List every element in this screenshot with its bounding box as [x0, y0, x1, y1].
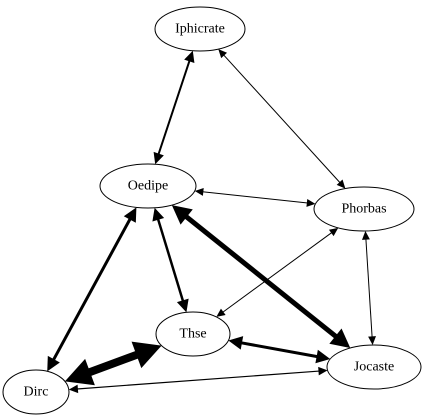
edge-line [86, 350, 141, 377]
node-phorbas-shape [313, 186, 415, 232]
edge-oedipe-phorbas [194, 187, 316, 207]
edge-line [156, 218, 185, 302]
arrowhead-jocaste [318, 366, 328, 376]
node-iphicrate-shape [154, 6, 246, 52]
arrowhead-these [216, 308, 226, 317]
arrowhead-these [228, 336, 244, 350]
edge-line [202, 191, 308, 204]
edge-line [223, 54, 341, 184]
arrowhead-phorbas [306, 198, 316, 207]
arrowhead-jocaste [329, 328, 351, 349]
arrowhead-oedipe [123, 207, 137, 223]
edges-layer [47, 49, 377, 394]
node-phorbas-label: Phorbas [341, 202, 386, 217]
arrowhead-these [176, 298, 189, 313]
arrowhead-dirce [64, 358, 95, 386]
edge-oedipe-jocaste [171, 205, 351, 349]
edge-phorbas-these [216, 227, 339, 317]
arrowhead-phorbas [336, 179, 346, 189]
arrowhead-jocaste [315, 349, 331, 364]
node-iphicrate[interactable]: Iphicrate [154, 6, 246, 52]
nodes-layer: Iphicrate Oedipe Phorbas Thse Jocaste Di… [2, 6, 422, 415]
node-oedipe[interactable]: Oedipe [99, 163, 197, 209]
arrowhead-iphicrate [218, 49, 228, 59]
edge-phorbas-jocaste [361, 230, 377, 346]
node-these[interactable]: Thse [155, 311, 231, 357]
node-phorbas[interactable]: Phorbas [313, 186, 415, 232]
arrowhead-dirce [68, 384, 79, 394]
node-dirce[interactable]: Dirc [2, 369, 70, 415]
edge-these-dirce [64, 341, 162, 386]
edge-line [183, 213, 339, 340]
edge-line [240, 341, 319, 359]
arrowhead-phorbas [328, 227, 339, 237]
edge-line [222, 232, 333, 313]
arrowhead-oedipe [152, 207, 165, 222]
arrowhead-jocaste [368, 336, 377, 346]
node-oedipe-label: Oedipe [128, 179, 168, 194]
arrowhead-dirce [47, 355, 60, 372]
arrowhead-iphicrate [184, 50, 195, 64]
node-dirce-label: Dirc [24, 385, 49, 400]
node-jocaste-label: Jocaste [354, 360, 394, 375]
edge-line [157, 59, 191, 155]
node-these-shape [155, 311, 231, 357]
arrowhead-oedipe [153, 151, 164, 165]
node-dirce-shape [2, 369, 70, 415]
node-jocaste-shape [326, 344, 422, 390]
edge-line [51, 217, 132, 362]
node-iphicrate-label: Iphicrate [175, 22, 225, 37]
edge-iphicrate-oedipe [153, 50, 195, 165]
edge-oedipe-these [152, 207, 189, 313]
arrowhead-oedipe [171, 205, 193, 225]
node-these-label: Thse [179, 327, 206, 342]
edge-dirce-jocaste [68, 366, 328, 394]
edge-oedipe-dirce [47, 207, 137, 372]
edge-iphicrate-phorbas [218, 49, 346, 189]
arrowhead-these [131, 341, 162, 369]
node-jocaste[interactable]: Jocaste [326, 344, 422, 390]
arrowhead-oedipe [194, 187, 204, 196]
arrowhead-phorbas [361, 230, 370, 240]
edge-line [76, 370, 320, 390]
edge-these-jocaste [228, 336, 331, 364]
node-oedipe-shape [99, 163, 197, 209]
edge-line [365, 238, 373, 338]
